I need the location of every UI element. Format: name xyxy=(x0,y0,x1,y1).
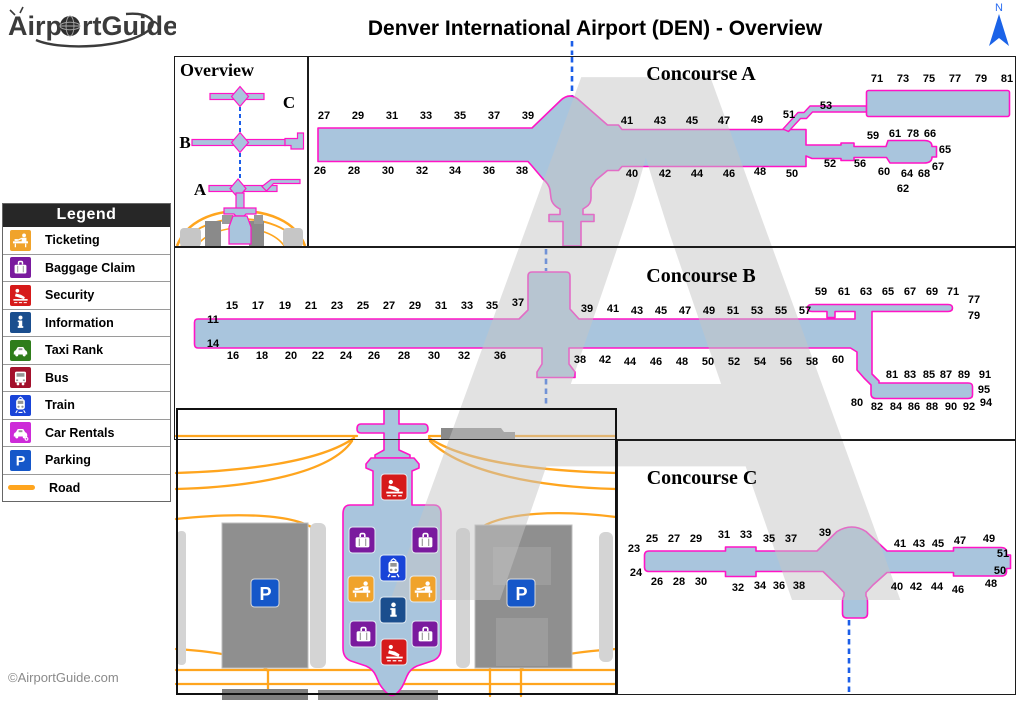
legend-item-label: Baggage Claim xyxy=(45,260,136,275)
legend-item-label: Train xyxy=(45,398,75,413)
train-icon xyxy=(10,394,31,416)
legend-item-security: Security xyxy=(3,281,170,309)
bridge-a xyxy=(782,105,868,133)
legend-item-road: Road xyxy=(3,473,170,502)
parking-garage-west xyxy=(221,522,309,669)
globe-icon xyxy=(59,15,81,37)
logo-text-1: Airp xyxy=(8,11,62,41)
legend-item-ticketing: Ticketing xyxy=(3,227,170,254)
legend-item-label: Bus xyxy=(45,370,69,385)
north-arrow: N xyxy=(985,1,1013,54)
legend-item-taxi: Taxi Rank xyxy=(3,336,170,364)
legend-item-label: Ticketing xyxy=(45,233,100,248)
copyright-link[interactable]: ©AirportGuide.com xyxy=(8,670,119,685)
legend-item-parking: P Parking xyxy=(3,446,170,474)
airportguide-logo[interactable]: Airp rtGuide xyxy=(6,4,178,54)
north-arrow-glyph xyxy=(989,14,1009,46)
taxi-icon xyxy=(10,339,31,361)
concourse-a-shape xyxy=(317,41,1011,247)
legend-item-train: Train xyxy=(3,391,170,419)
ticketing-icon xyxy=(10,229,31,251)
legend-title: Legend xyxy=(3,204,170,227)
legend-item-label: Taxi Rank xyxy=(45,343,104,358)
legend-item-baggage: Baggage Claim xyxy=(3,253,170,282)
north-label: N xyxy=(995,2,1003,14)
legend-item-information: Information xyxy=(3,308,170,337)
gates-71-81-pier xyxy=(865,89,1011,118)
page-title: Denver International Airport (DEN) - Ove… xyxy=(367,17,823,40)
logo-swoosh xyxy=(35,12,154,48)
legend-item-bus: Bus xyxy=(3,363,170,392)
legend-item-label: Security xyxy=(45,288,95,303)
parking-icon: P xyxy=(10,449,31,471)
information-icon xyxy=(10,312,31,334)
terminal-building xyxy=(342,457,442,697)
svg-text:P: P xyxy=(16,453,26,469)
terminal-bridge xyxy=(356,408,429,459)
logo-text-2: rtGuide xyxy=(82,11,176,41)
concourse-b-shape xyxy=(193,249,974,406)
terminal-outbuilding xyxy=(441,428,515,440)
bus-icon xyxy=(10,367,31,389)
legend-item-label: Car Rentals xyxy=(45,425,115,440)
car-rental-icon xyxy=(10,422,31,444)
security-icon xyxy=(10,284,31,306)
legend-item-label: Road xyxy=(49,480,81,495)
legend-item-car-rental: Car Rentals xyxy=(3,418,170,447)
legend-item-label: Information xyxy=(45,315,114,330)
concourse-c-shape xyxy=(643,526,1012,693)
overview-minimap xyxy=(175,85,307,248)
baggage-icon xyxy=(10,257,31,279)
legend-item-label: Parking xyxy=(45,453,91,468)
road-icon xyxy=(8,485,35,491)
terminal-detail xyxy=(174,408,618,700)
